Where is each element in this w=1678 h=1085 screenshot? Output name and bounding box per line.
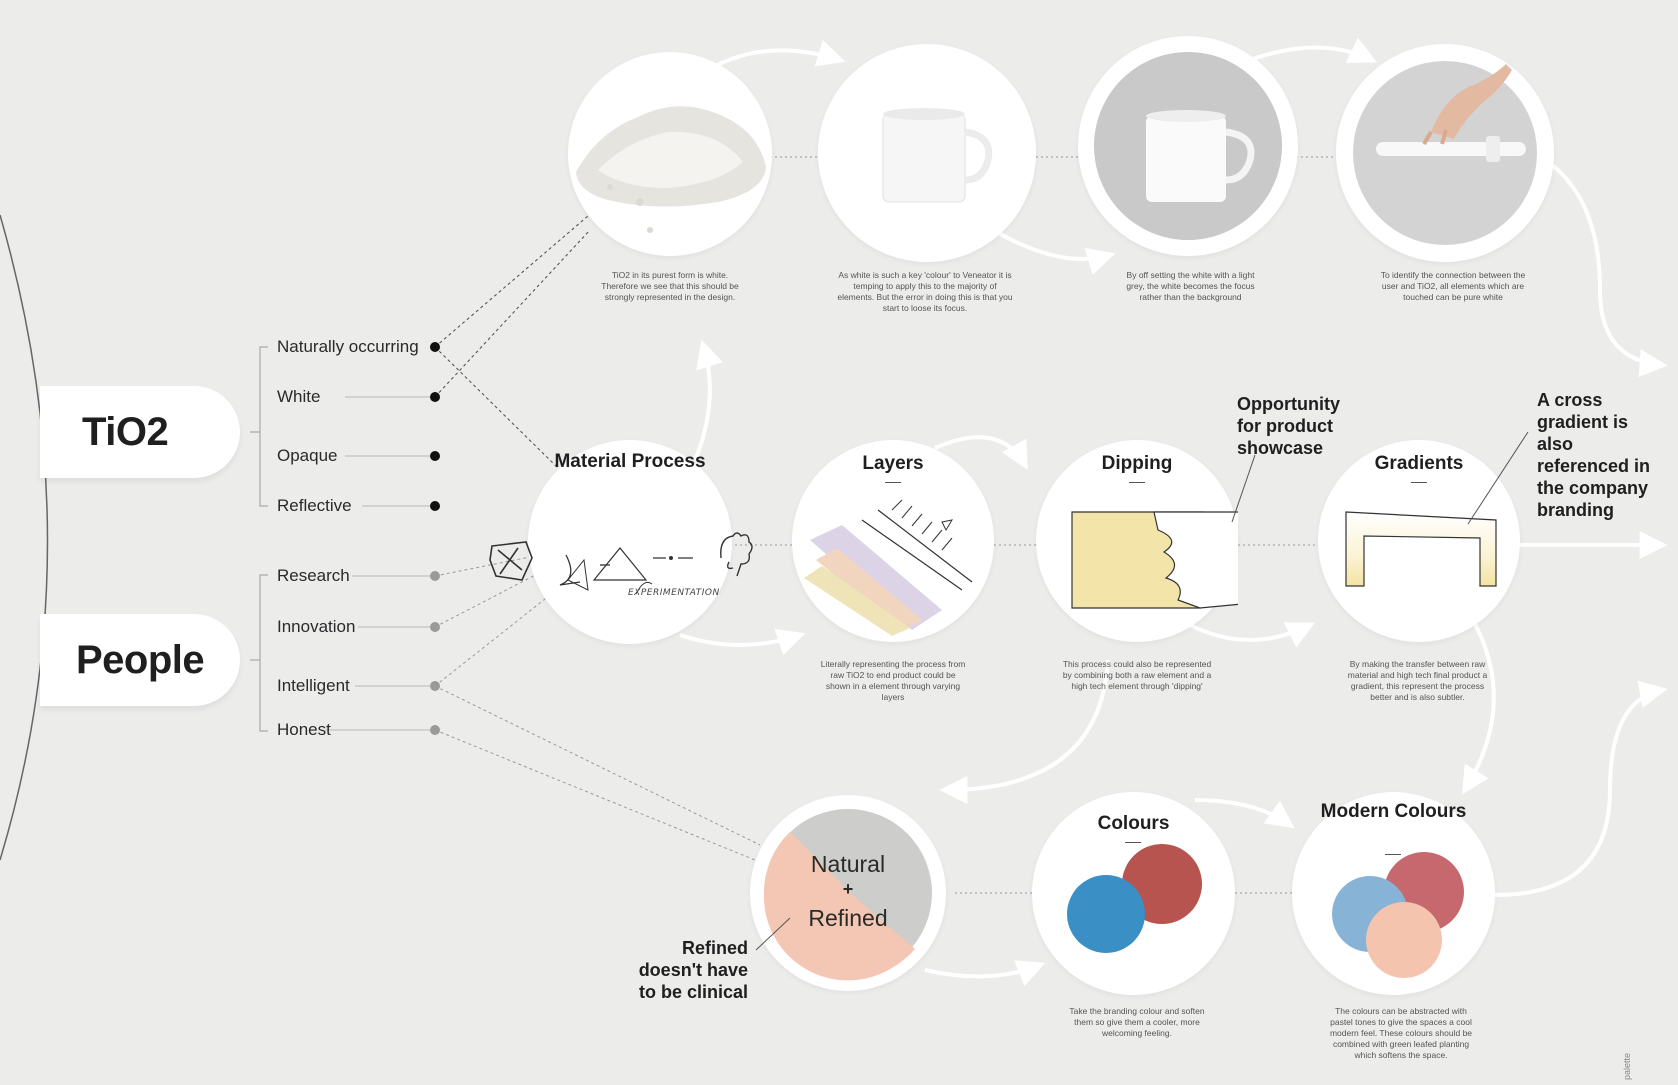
pastel-peach-swatch (1366, 902, 1442, 978)
dot-white (430, 392, 440, 402)
grey-mug-circle (1078, 36, 1298, 256)
colours-circle: Colours (1032, 792, 1235, 995)
dipping-caption: This process could also be represented b… (1062, 659, 1212, 692)
dot-innovation (430, 622, 440, 632)
palette-side-label: palette (1622, 1053, 1632, 1080)
colours-title: Colours (1032, 812, 1235, 835)
handle-caption: To identify the connection between the u… (1378, 270, 1528, 303)
hand-on-white-handle-image (1336, 44, 1554, 262)
modern-colours-circle: Modern Colours (1292, 792, 1495, 995)
refined-label: Refined (750, 905, 946, 932)
dot-naturally-occurring (430, 342, 440, 352)
mug-circle (818, 44, 1036, 262)
brand-blue-swatch (1067, 875, 1145, 953)
dipping-circle: Dipping (1036, 440, 1238, 642)
plus-label: + (750, 879, 946, 900)
natural-refined-circle: Natural + Refined (750, 795, 946, 991)
material-process-title: Material Process (528, 450, 732, 473)
white-mug-on-grey-image (1078, 36, 1298, 256)
dipping-title-underline (1129, 482, 1145, 483)
grey-mug-caption: By off setting the white with a light gr… (1118, 270, 1263, 303)
opportunity-note: Opportunity for product showcase (1237, 393, 1357, 459)
gradients-caption: By making the transfer between raw mater… (1340, 659, 1495, 703)
dipping-title: Dipping (1036, 452, 1238, 475)
dot-honest (430, 725, 440, 735)
dot-intelligent (430, 681, 440, 691)
modern-colours-caption: The colours can be abstracted with paste… (1326, 1006, 1476, 1061)
modern-colours-title: Modern Colours (1292, 800, 1495, 823)
gradients-title-underline (1411, 482, 1427, 483)
dot-reflective (430, 501, 440, 511)
colours-caption: Take the branding colour and soften them… (1062, 1006, 1212, 1039)
mug-caption: As white is such a key 'colour' to Venea… (835, 270, 1015, 314)
modern-colours-title-underline (1385, 854, 1401, 855)
layers-title: Layers (792, 452, 994, 475)
powder-caption: TiO2 in its purest form is white. Theref… (595, 270, 745, 303)
handle-circle (1336, 44, 1554, 262)
natural-label: Natural (750, 851, 946, 878)
colours-title-underline (1125, 842, 1141, 843)
layers-caption: Literally representing the process from … (818, 659, 968, 703)
powder-circle (568, 52, 772, 256)
crumpled-sketch-icon (488, 540, 538, 584)
layers-title-underline (885, 482, 901, 483)
dot-opaque (430, 451, 440, 461)
layers-circle: Layers (792, 440, 994, 642)
dot-research (430, 571, 440, 581)
white-mug-image (818, 44, 1036, 262)
hand-sketch-icon (715, 528, 757, 580)
experimentation-label: EXPERIMENTATION (628, 588, 720, 598)
gradients-circle: Gradients (1318, 440, 1520, 642)
refined-note: Refined doesn't have to be clinical (630, 937, 748, 1003)
material-process-circle: Material Process EXPERIMENTATION (528, 440, 732, 644)
cross-gradient-note: A cross gradient is also referenced in t… (1537, 389, 1667, 521)
powder-pile-image (568, 52, 772, 256)
